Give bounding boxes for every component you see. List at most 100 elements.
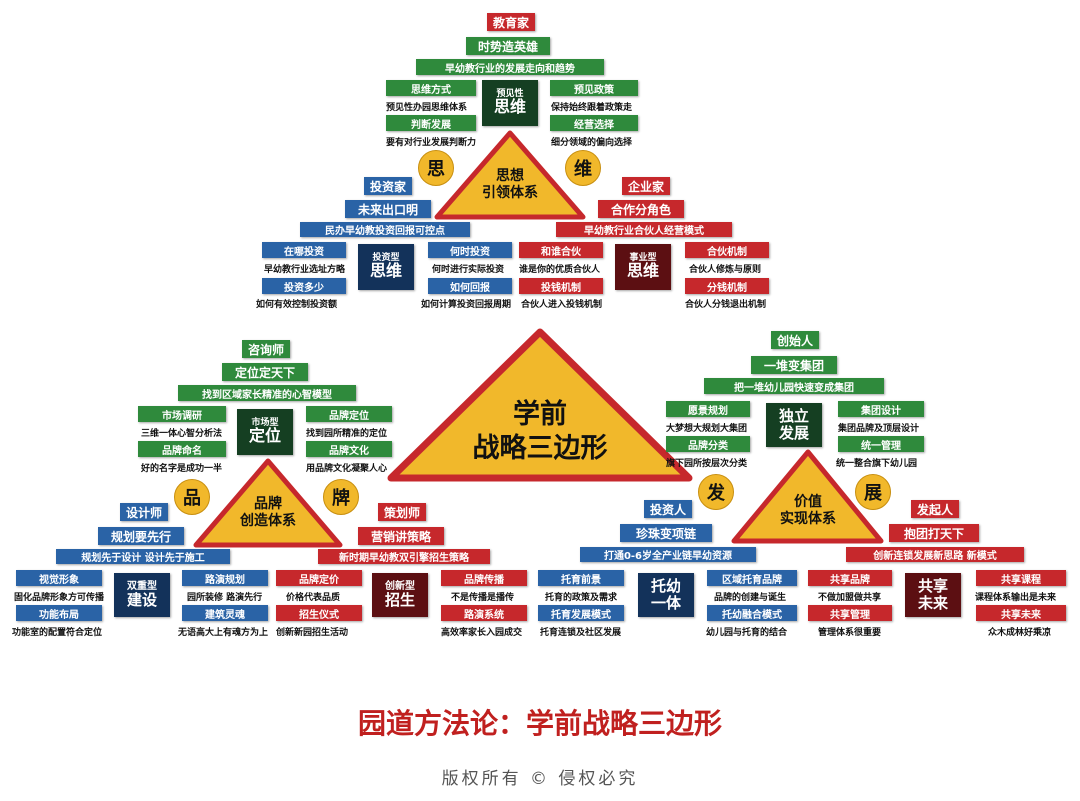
hub-consultant-small: 市场型 <box>251 417 279 428</box>
item-designer-l1: 视觉形象 <box>16 570 102 586</box>
item-top-l1: 思维方式 <box>386 80 476 96</box>
item-investor2-l2: 托育发展模式 <box>538 605 624 621</box>
desc-designer-r2: 无语高大上有魂方为上 <box>178 628 269 638</box>
banner-investor2: 打通0-6岁全产业链早幼资源 <box>580 547 756 562</box>
item-entrepreneur-r2: 分钱机制 <box>685 278 769 294</box>
desc-top-r2: 细分领域的偏向选择 <box>551 138 633 148</box>
hub-initiator-line1: 共享 <box>917 576 948 595</box>
item-founder-r1: 集团设计 <box>838 401 924 417</box>
hub-entrepreneur-large: 思维 <box>626 261 659 281</box>
brand-tri-line2: 创造体系 <box>240 512 296 529</box>
slogan-investor: 未来出口明 <box>345 200 431 218</box>
banner-investor: 民办早幼教投资回报可控点 <box>300 222 470 237</box>
role-entrepreneur: 企业家 <box>622 177 670 195</box>
top-triangle <box>434 130 586 220</box>
circle-brand-right: 牌 <box>323 479 359 515</box>
top-triangle-label: 思想 引领体系 <box>470 168 550 202</box>
desc-planner-r2: 高效率家长入园成交 <box>441 628 523 638</box>
center-label: 学前 战略三边形 <box>440 398 640 466</box>
desc-designer-l2: 功能室的配置符合定位 <box>12 628 103 638</box>
item-investor-l1: 在哪投资 <box>262 242 346 258</box>
hub-consultant-large: 定位 <box>248 426 281 446</box>
desc-founder-r2: 统一整合旗下幼儿园 <box>836 459 918 469</box>
main-title: 园道方法论：学前战略三边形 <box>357 707 722 740</box>
hub-investor-large: 思维 <box>369 261 402 281</box>
desc-founder-r1: 集团品牌及顶层设计 <box>838 424 920 434</box>
role-educator: 教育家 <box>487 13 535 31</box>
slogan-initiator: 抱团打天下 <box>889 524 979 542</box>
top-tri-line1: 思想 <box>496 168 524 184</box>
hub-entrepreneur-small: 事业型 <box>629 252 657 263</box>
item-founder-r2: 统一管理 <box>838 436 924 452</box>
slogan-entrepreneur: 合作分角色 <box>598 200 684 218</box>
desc-planner-l1: 价格代表品质 <box>286 593 341 603</box>
role-designer: 设计师 <box>120 503 168 521</box>
circle-development-right: 展 <box>855 474 891 510</box>
desc-initiator-l2: 管理体系很重要 <box>818 628 882 638</box>
desc-initiator-r2: 众木成林好乘凉 <box>988 628 1052 638</box>
banner-entrepreneur: 早幼教行业合伙人经营模式 <box>556 222 732 237</box>
circle-top-right: 维 <box>565 150 601 186</box>
desc-founder-l1: 大梦想大规划大集团 <box>666 424 748 434</box>
role-consultant: 咨询师 <box>242 340 290 358</box>
hub-founder-line2: 发展 <box>778 424 809 442</box>
desc-planner-l2: 创新新园招生活动 <box>276 628 349 638</box>
hub-investor2-line2: 一体 <box>650 594 681 612</box>
hub-innovative-enrollment: 创新型 招生 <box>372 573 428 617</box>
desc-entrepreneur-r1: 合伙人修炼与原则 <box>689 265 762 275</box>
item-investor-r2: 如何回报 <box>428 278 512 294</box>
desc-top-l1: 预见性办园思维体系 <box>386 103 468 113</box>
hub-designer-line2: 建设 <box>126 591 157 610</box>
desc-investor-l2: 如何有效控制投资额 <box>256 300 338 310</box>
hub-childcare-integration: 托幼 一体 <box>638 573 694 617</box>
hub-market-positioning: 市场型 定位 <box>237 409 293 455</box>
item-founder-l2: 品牌分类 <box>666 436 750 452</box>
item-top-l2: 判断发展 <box>386 115 476 131</box>
hub-independent-development: 独立 发展 <box>766 403 822 447</box>
item-entrepreneur-r1: 合伙机制 <box>685 242 769 258</box>
desc-investor-r2: 如何计算投资回报周期 <box>421 300 512 310</box>
hub-founder-line1: 独立 <box>778 406 809 425</box>
role-initiator: 发起人 <box>911 500 959 518</box>
item-initiator-r2: 共享未来 <box>976 605 1066 621</box>
role-planner: 策划师 <box>378 503 426 521</box>
circle-top-left: 思 <box>418 150 454 186</box>
value-tri-line1: 价值 <box>794 494 822 510</box>
desc-investor-l1: 早幼教行业选址方略 <box>264 265 346 275</box>
hub-investment-thinking: 投资型 思维 <box>358 244 414 290</box>
desc-top-r1: 保持始终跟着政策走 <box>551 103 633 113</box>
hub-top-large: 思维 <box>493 97 526 117</box>
desc-initiator-r1: 课程体系输出是未来 <box>975 593 1057 603</box>
item-investor-r1: 何时投资 <box>428 242 512 258</box>
item-investor2-l1: 托育前景 <box>538 570 624 586</box>
slogan-investor2: 珍珠变项链 <box>620 524 712 542</box>
item-planner-l1: 品牌定价 <box>276 570 362 586</box>
desc-investor2-l1: 托育的政策及需求 <box>545 593 618 603</box>
role-investor-person: 投资人 <box>644 500 692 518</box>
item-consultant-r1: 品牌定位 <box>306 406 392 422</box>
item-investor-l2: 投资多少 <box>262 278 346 294</box>
right-triangle <box>731 449 884 544</box>
item-initiator-r1: 共享课程 <box>976 570 1066 586</box>
top-tri-line2: 引领体系 <box>482 184 538 201</box>
item-initiator-l2: 共享管理 <box>808 605 892 621</box>
item-top-r2: 经营选择 <box>550 115 638 131</box>
desc-entrepreneur-l1: 谁是你的优质合伙人 <box>519 265 601 275</box>
left-triangle <box>193 458 343 548</box>
copyright-notice: 版权所有 © 侵权必究 <box>441 769 639 789</box>
item-consultant-l2: 品牌命名 <box>138 441 226 457</box>
desc-investor2-r1: 品牌的创建与诞生 <box>714 593 787 603</box>
banner-initiator: 创新连锁发展新思路 新模式 <box>846 547 1024 562</box>
item-designer-r2: 建筑灵魂 <box>182 605 268 621</box>
item-designer-l2: 功能布局 <box>16 605 102 621</box>
slogan-planner: 营销讲策略 <box>358 527 444 545</box>
hub-dual-construction: 双重型 建设 <box>114 573 170 617</box>
hub-planner-line2: 招生 <box>384 591 415 610</box>
slogan-designer: 规划要先行 <box>98 527 184 545</box>
banner-top: 早幼教行业的发展走向和趋势 <box>416 59 604 75</box>
desc-consultant-l1: 三维一体心智分析法 <box>141 429 223 439</box>
hub-designer-line1: 双重型 <box>127 580 157 592</box>
desc-top-l2: 要有对行业发展判断力 <box>386 138 477 148</box>
